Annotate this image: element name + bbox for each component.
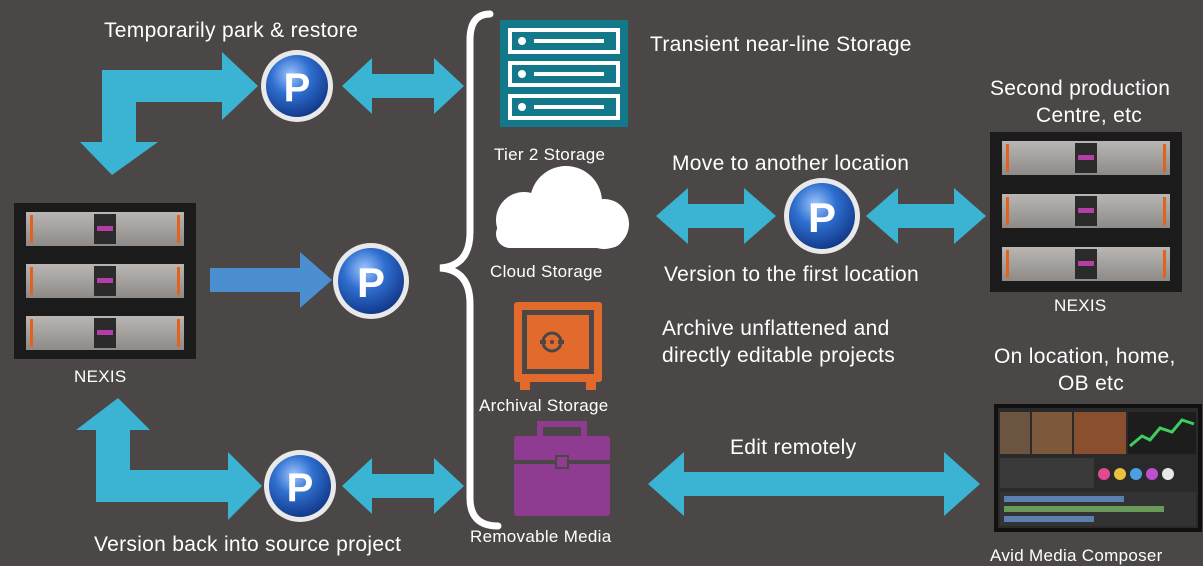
nexis-rack-right xyxy=(990,132,1182,292)
arrow-p-to-nexis-right xyxy=(866,188,986,244)
p-badge-right[interactable]: P xyxy=(784,178,860,254)
label-transient-storage: Transient near-line Storage xyxy=(650,33,912,56)
label-ob-etc: OB etc xyxy=(1058,372,1124,395)
label-edit-remotely: Edit remotely xyxy=(730,436,857,459)
label-temp-park: Temporarily park & restore xyxy=(104,19,359,42)
briefcase-icon xyxy=(514,421,610,516)
safe-icon xyxy=(514,302,602,390)
p-badge-top[interactable]: P xyxy=(261,50,333,122)
arrow-bottom-double xyxy=(342,458,464,514)
label-archive-line1: Archive unflattened and xyxy=(662,317,890,340)
label-nexis-right: NEXIS xyxy=(1054,296,1107,315)
svg-text:P: P xyxy=(284,66,311,110)
label-removable-media: Removable Media xyxy=(470,527,612,546)
svg-text:P: P xyxy=(357,259,385,306)
label-on-location: On location, home, xyxy=(994,345,1176,368)
arrow-left-bottom-L xyxy=(76,398,262,520)
p-badge-bottom[interactable]: P xyxy=(264,450,336,522)
arrow-nexis-to-p xyxy=(210,252,332,308)
svg-text:P: P xyxy=(808,194,836,241)
arrow-top-double xyxy=(342,58,464,114)
arrow-left-top-L xyxy=(80,52,258,175)
arrow-cloud-to-p xyxy=(656,188,776,244)
arrow-edit-remotely xyxy=(648,452,980,516)
server-icon xyxy=(500,20,628,127)
label-centre-etc: Centre, etc xyxy=(1036,104,1143,127)
brace xyxy=(439,10,502,530)
p-badge-middle[interactable]: P xyxy=(333,243,409,319)
label-move-location: Move to another location xyxy=(672,152,910,175)
label-second-production: Second production xyxy=(990,77,1171,100)
monitor-icon xyxy=(994,404,1202,532)
label-version-first: Version to the first location xyxy=(664,263,919,286)
cloud-icon xyxy=(496,166,629,249)
label-archival-storage: Archival Storage xyxy=(479,396,609,415)
label-tier2-storage: Tier 2 Storage xyxy=(494,145,606,164)
label-nexis-left: NEXIS xyxy=(74,367,127,386)
label-avid-media-composer: Avid Media Composer xyxy=(990,546,1163,565)
svg-text:P: P xyxy=(287,466,314,510)
label-cloud-storage: Cloud Storage xyxy=(490,262,603,281)
label-version-back: Version back into source project xyxy=(94,533,402,556)
nexis-rack-left xyxy=(14,203,196,359)
label-archive-line2: directly editable projects xyxy=(662,344,896,367)
